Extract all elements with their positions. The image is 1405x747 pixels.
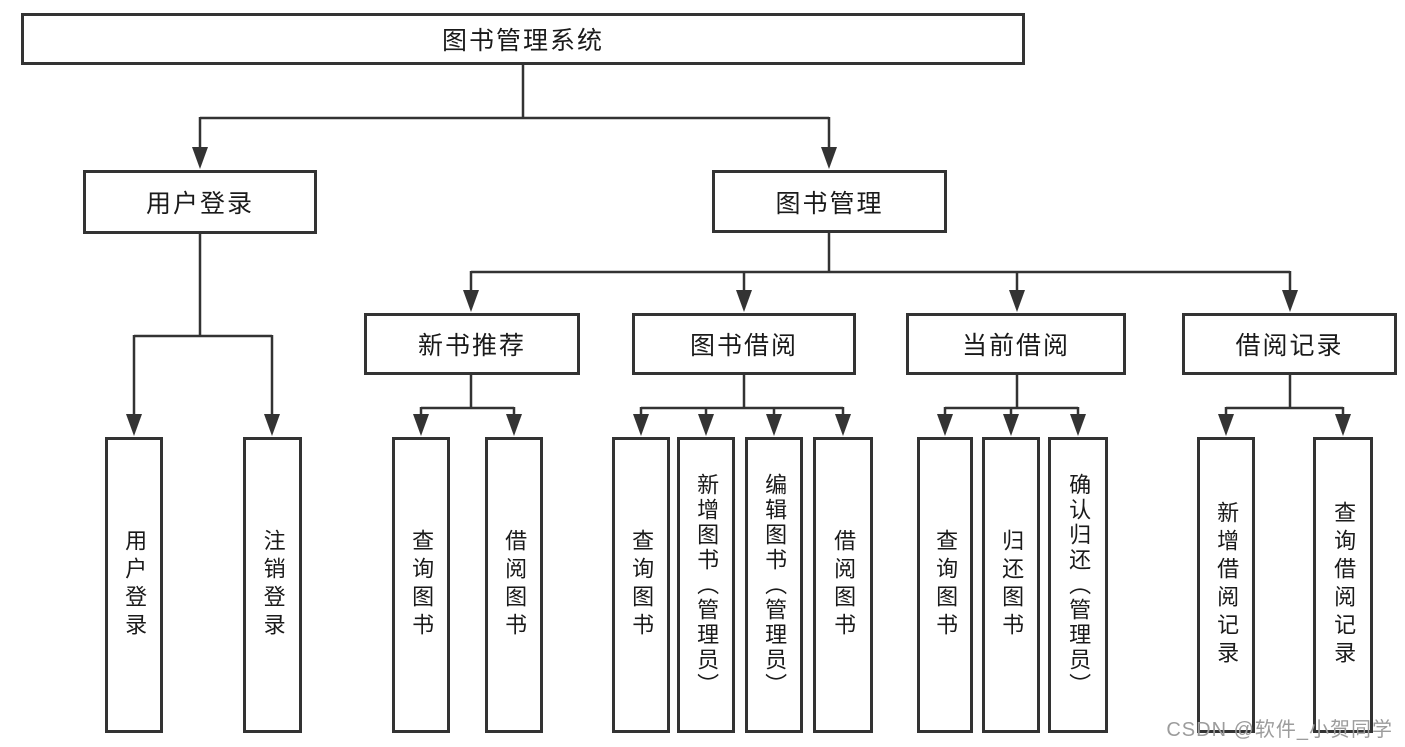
leaf-label: 借阅图书 [502,529,528,641]
leaf-user-login: 用户登录 [105,437,163,733]
node-library-management-system: 图书管理系统 [21,13,1025,65]
leaf-label: 确认归还（管理员） [1066,472,1092,698]
leaf-records-query-record: 查询借阅记录 [1313,437,1373,733]
node-label: 图书管理 [775,189,884,218]
leaf-current-confirm-return-admin: 确认归还（管理员） [1048,437,1108,733]
leaf-label: 注销登录 [260,529,286,641]
leaf-rec-query-books: 查询图书 [392,437,450,733]
leaf-label: 查询图书 [933,529,959,641]
leaf-label: 借阅图书 [831,529,857,641]
leaf-label: 新增图书（管理员） [694,472,720,698]
leaf-label: 归还图书 [999,529,1025,641]
watermark: CSDN @软件_小贺同学 [1166,719,1393,741]
leaf-borrow-edit-book-admin: 编辑图书（管理员） [745,437,803,733]
leaf-label: 查询图书 [629,529,655,641]
node-book-management: 图书管理 [712,170,947,233]
leaf-label: 查询图书 [409,529,435,641]
leaf-label: 查询借阅记录 [1331,501,1357,669]
leaf-label: 编辑图书（管理员） [762,472,788,698]
node-label: 借阅记录 [1235,332,1344,360]
node-current-borrow: 当前借阅 [906,313,1126,375]
leaf-borrow-add-book-admin: 新增图书（管理员） [677,437,735,733]
node-label: 当前借阅 [961,332,1070,360]
leaf-label: 新增借阅记录 [1214,501,1240,669]
node-new-book-recommend: 新书推荐 [364,313,580,375]
node-label: 用户登录 [145,190,254,218]
leaf-rec-borrow-books: 借阅图书 [485,437,543,733]
arrowheads [126,147,1351,436]
node-borrow-records: 借阅记录 [1182,313,1397,375]
node-book-borrow: 图书借阅 [632,313,856,375]
leaf-current-return-books: 归还图书 [982,437,1040,733]
leaf-current-query-books: 查询图书 [917,437,973,733]
leaf-borrow-borrow-books: 借阅图书 [813,437,873,733]
leaf-label: 用户登录 [122,529,148,641]
leaf-records-add-record: 新增借阅记录 [1197,437,1255,733]
leaf-borrow-query-books: 查询图书 [612,437,670,733]
node-label: 图书借阅 [689,332,798,360]
leaf-logout: 注销登录 [243,437,302,733]
node-user-login: 用户登录 [83,170,317,234]
node-label: 图书管理系统 [441,27,604,55]
node-label: 新书推荐 [417,332,526,360]
